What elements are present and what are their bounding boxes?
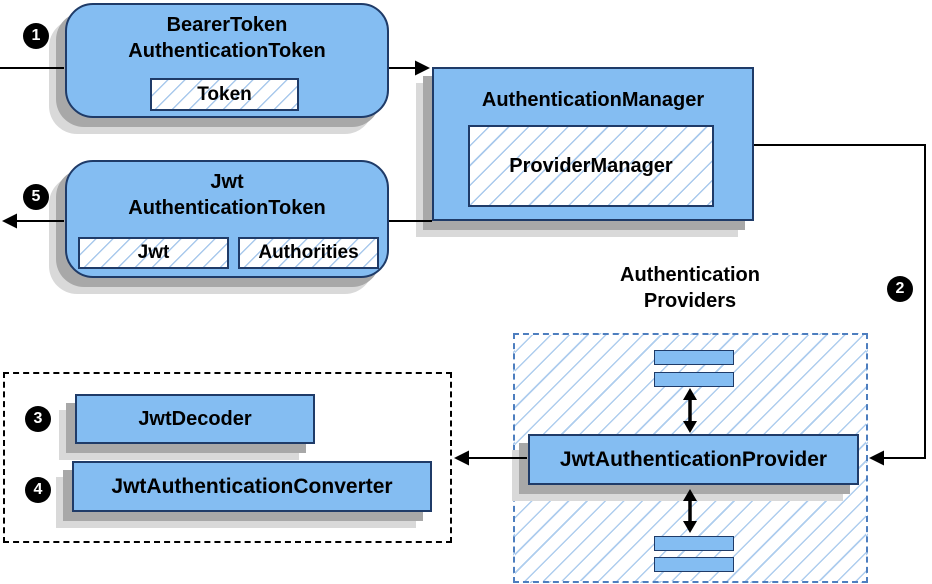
step-4-number: 4 (33, 481, 43, 498)
jwt-authentication-token-box: Jwt AuthenticationToken Jwt Authorities (65, 160, 389, 278)
step-5-number: 5 (31, 188, 41, 205)
step-3-badge: 3 (25, 406, 51, 432)
jwt-decoder-label: JwtDecoder (138, 407, 252, 430)
jwt-chip-label: Jwt (137, 242, 170, 263)
authentication-providers-label: Authentication Providers (575, 262, 805, 314)
jwt-token-title-line1: Jwt (210, 171, 244, 193)
authentication-providers-label-line2: Providers (643, 290, 737, 312)
bearer-token-title-line1: BearerToken (166, 14, 288, 36)
step-4-badge: 4 (25, 477, 51, 503)
token-chip-label: Token (197, 83, 252, 105)
token-chip: Token (150, 78, 299, 111)
authorities-chip: Authorities (238, 237, 379, 269)
provider-placeholder-bar (654, 557, 734, 572)
bearer-token-title: BearerToken AuthenticationToken (67, 5, 387, 64)
jwt-token-title-line2: AuthenticationToken (128, 197, 326, 219)
jwt-authentication-converter-box: JwtAuthenticationConverter (72, 461, 432, 512)
arrow-outgoing-result (2, 213, 64, 229)
provider-placeholder-bar (654, 372, 734, 387)
step-5-badge: 5 (23, 184, 49, 210)
provider-manager-box: ProviderManager (468, 125, 714, 207)
jwt-authentication-provider-box: JwtAuthenticationProvider (528, 434, 859, 485)
jwt-decoder-box: JwtDecoder (75, 394, 315, 444)
step-1-badge: 1 (23, 23, 49, 49)
authentication-providers-label-line1: Authentication (620, 264, 760, 286)
provider-manager-label: ProviderManager (509, 154, 673, 177)
step-2-number: 2 (895, 280, 905, 297)
jwt-chip: Jwt (78, 237, 229, 269)
authentication-manager-title: AuthenticationManager (481, 89, 705, 111)
step-3-number: 3 (33, 410, 43, 427)
authentication-providers-group-box: JwtAuthenticationProvider (513, 333, 868, 583)
bearer-token-title-line2: AuthenticationToken (128, 40, 326, 62)
provider-placeholder-bar (654, 350, 734, 365)
jwt-authentication-converter-label: JwtAuthenticationConverter (111, 474, 393, 498)
jwt-authentication-provider-label: JwtAuthenticationProvider (559, 447, 828, 471)
authorities-chip-label: Authorities (258, 242, 359, 263)
jwt-decoder-group-box: JwtDecoder JwtAuthenticationConverter (3, 372, 452, 543)
authentication-manager-box: AuthenticationManager ProviderManager (432, 67, 754, 221)
provider-placeholder-bar (654, 536, 734, 551)
step-2-badge: 2 (887, 276, 913, 302)
step-1-number: 1 (31, 27, 41, 44)
bearer-token-authentication-token-box: BearerToken AuthenticationToken Token (65, 3, 389, 118)
jwt-token-title: Jwt AuthenticationToken (67, 162, 387, 221)
arrow-bearer-to-manager (389, 60, 430, 76)
